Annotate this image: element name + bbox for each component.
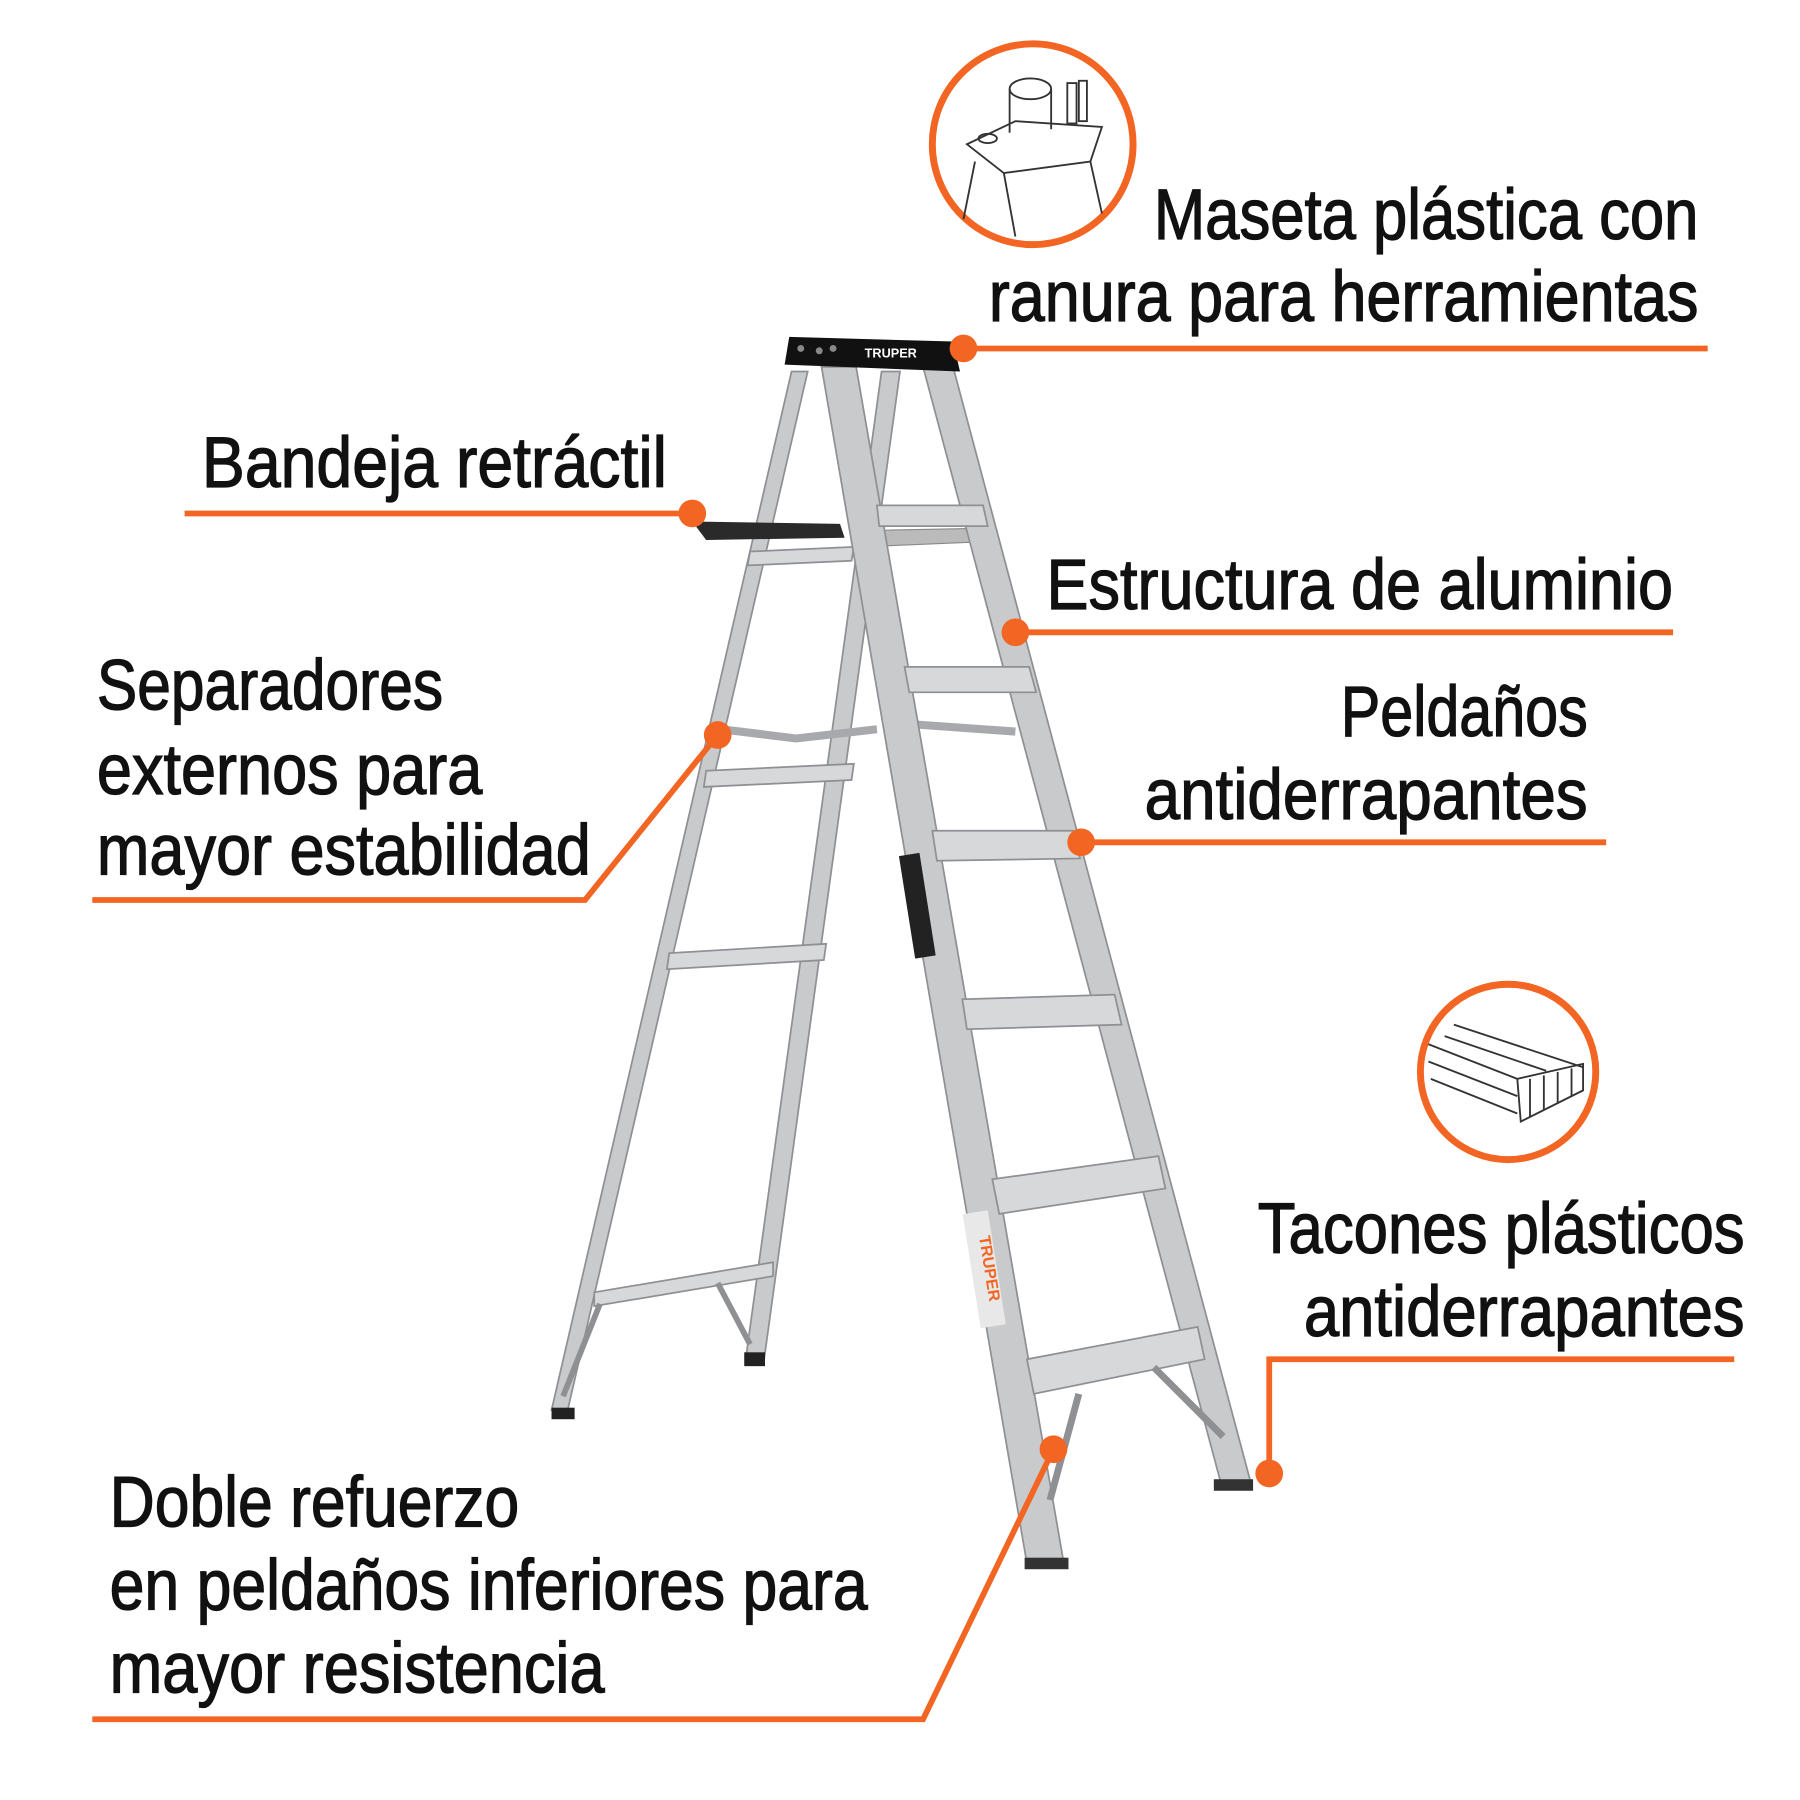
- front-foot: [1024, 1557, 1069, 1570]
- callout-steps: Peldaños antiderrapantes: [1067, 672, 1607, 857]
- rear-rung: [702, 762, 855, 788]
- truper-rail-sticker: [962, 1210, 1006, 1329]
- callout-text-line: mayor estabilidad: [97, 811, 591, 891]
- callout-dot: [949, 334, 978, 363]
- front-foot: [1213, 1479, 1254, 1491]
- rear-rung: [593, 1261, 774, 1308]
- callout-tray: Bandeja retráctil: [184, 422, 707, 528]
- rail-label-sticker: [898, 852, 936, 959]
- rivet: [797, 344, 805, 352]
- callout-text-line: Doble refuerzo: [110, 1463, 520, 1543]
- retractable-tray: [692, 521, 845, 540]
- rivet: [829, 344, 837, 352]
- step-brace: [1151, 1364, 1226, 1439]
- callout-text-line: mayor resistencia: [110, 1629, 605, 1709]
- callout-text-line: antiderrapantes: [1304, 1272, 1745, 1352]
- rear-foot: [744, 1352, 765, 1367]
- front-left-rail: [820, 366, 1065, 1565]
- callout-leader-line: [92, 1447, 1057, 1723]
- callout-text-line: ranura para herramientas: [989, 257, 1699, 337]
- cap-brand-text: TRUPER: [865, 347, 917, 361]
- front-step: [1025, 1325, 1206, 1395]
- rear-brace: [715, 1281, 753, 1346]
- callout-text-line: Estructura de aluminio: [1047, 545, 1674, 625]
- callout-leader-line: [1266, 1356, 1735, 1474]
- callout-text-line: antiderrapantes: [1145, 755, 1588, 835]
- rear-rung: [746, 546, 855, 567]
- callout-dot: [703, 721, 732, 749]
- callout-frame: Estructura de aluminio: [1001, 545, 1674, 647]
- callout-feet: Tacones plásticos antiderrapantes: [1255, 980, 1745, 1488]
- tool-tray-cap-icon: [928, 40, 1137, 249]
- callout-text-line: Peldaños: [1341, 672, 1588, 752]
- spreader-bar: [917, 720, 1016, 736]
- callout-text-line: Tacones plásticos: [1258, 1189, 1745, 1269]
- front-step: [875, 504, 989, 528]
- rivet: [815, 347, 823, 355]
- front-step: [961, 993, 1123, 1031]
- non-slip-foot-drawing: [1428, 1023, 1584, 1123]
- callout-leader-line: [92, 733, 720, 903]
- callout-top-cap: Maseta plástica con ranura para herramie…: [928, 40, 1708, 363]
- tool-tray-cap-drawing: [962, 77, 1104, 237]
- callout-dot: [1255, 1459, 1284, 1488]
- front-right-rail: [921, 366, 1252, 1484]
- callout-text-line: Separadores: [97, 646, 443, 726]
- callout-bracing: Doble refuerzo en peldaños inferiores pa…: [92, 1435, 1068, 1723]
- callout-text-line: externos para: [97, 730, 483, 810]
- spreader-bar: [720, 725, 878, 743]
- front-step: [931, 829, 1082, 862]
- rear-foot: [551, 1407, 575, 1420]
- callout-dot: [678, 499, 707, 528]
- front-step: [991, 1155, 1167, 1215]
- callout-dot: [1039, 1435, 1068, 1464]
- callout-text-line: Bandeja retráctil: [202, 423, 667, 503]
- callout-spreaders: Separadores externos para mayor estabili…: [92, 645, 732, 903]
- callout-dot: [1067, 828, 1095, 857]
- non-slip-foot-icon: [1416, 980, 1600, 1164]
- top-cap: [784, 336, 960, 372]
- callout-text-line: en peldaños inferiores para: [110, 1546, 868, 1626]
- rear-brace: [560, 1302, 603, 1398]
- callout-dot: [1001, 618, 1030, 647]
- ladder: TRUPER TRUPER: [550, 336, 1254, 1570]
- callout-text-line: Maseta plástica con: [1154, 175, 1699, 255]
- rear-rung: [665, 942, 828, 971]
- front-step: [903, 666, 1038, 694]
